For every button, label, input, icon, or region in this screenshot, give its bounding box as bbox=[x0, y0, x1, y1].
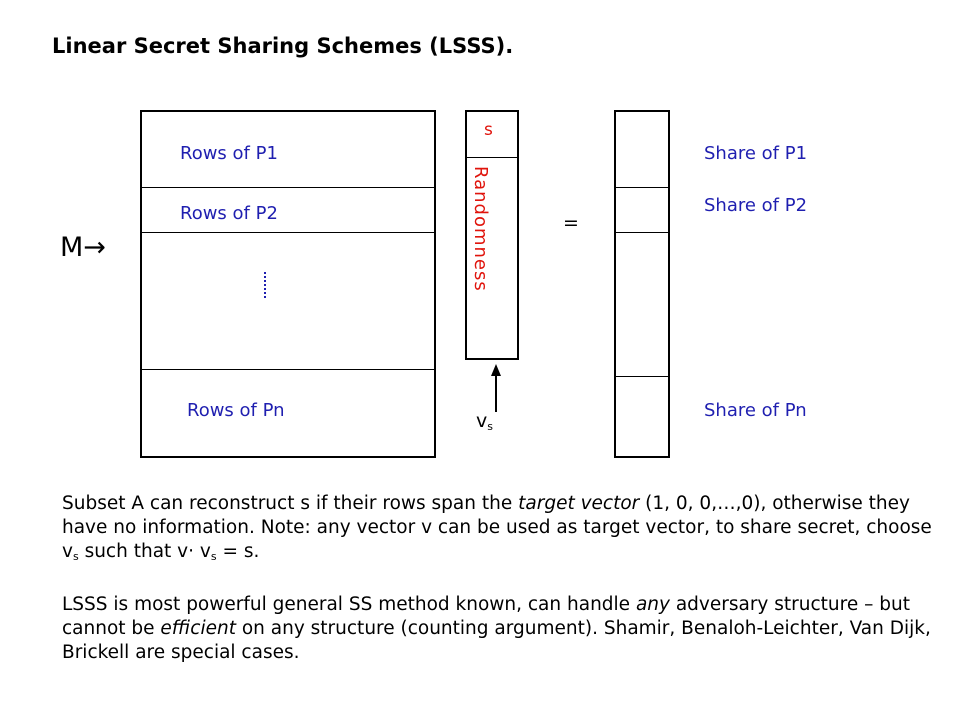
vector-randomness-label: Randomness bbox=[470, 166, 491, 292]
p2-text-2: adversary structure – but cannot be bbox=[62, 594, 910, 639]
vector-box bbox=[465, 110, 519, 360]
matrix-box bbox=[140, 110, 436, 458]
vector-vs-sub: s bbox=[487, 420, 493, 433]
equals-sign: = bbox=[563, 212, 579, 234]
p1-sub-1: s bbox=[72, 550, 79, 563]
vector-vs-base: v bbox=[476, 410, 488, 432]
slide-title: Linear Secret Sharing Schemes (LSSS). bbox=[52, 34, 514, 58]
p1-text-4: = s. bbox=[216, 541, 260, 562]
up-arrow-icon bbox=[491, 364, 501, 412]
shares-divider-3 bbox=[616, 376, 668, 377]
shares-divider-1 bbox=[616, 187, 668, 188]
vector-vs-label: vs bbox=[476, 410, 493, 433]
paragraph-reconstruction: Subset A can reconstruct s if their rows… bbox=[62, 492, 942, 569]
p2-text-3: on any structure (counting argument). Sh… bbox=[62, 618, 931, 663]
shares-box bbox=[614, 110, 670, 458]
matrix-ellipsis bbox=[264, 272, 266, 298]
matrix-row-p1: Rows of P1 bbox=[180, 143, 278, 164]
p2-italic-efficient: efficient bbox=[160, 618, 236, 639]
matrix-label: M→ bbox=[60, 232, 106, 263]
p1-text-1: Subset A can reconstruct s if their rows… bbox=[62, 493, 519, 514]
shares-divider-2 bbox=[616, 232, 668, 233]
share-p2: Share of P2 bbox=[704, 195, 808, 216]
p1-sub-2: s bbox=[210, 550, 217, 563]
matrix-row-pn: Rows of Pn bbox=[187, 400, 285, 421]
matrix-row-p2: Rows of P2 bbox=[180, 203, 278, 224]
vector-secret-entry: s bbox=[484, 120, 493, 140]
matrix-divider-2 bbox=[142, 232, 434, 233]
paragraph-lsss-power: LSSS is most powerful general SS method … bbox=[62, 593, 942, 665]
share-pn: Share of Pn bbox=[704, 400, 807, 421]
matrix-divider-1 bbox=[142, 187, 434, 188]
p1-text-2: (1, 0, 0,…,0), otherwise they have no in… bbox=[62, 493, 932, 562]
p2-italic-any: any bbox=[635, 594, 670, 615]
p1-italic-target-vector: target vector bbox=[518, 493, 640, 514]
p1-text-3: such that v· v bbox=[78, 541, 211, 562]
p2-text-1: LSSS is most powerful general SS method … bbox=[62, 594, 636, 615]
share-p1: Share of P1 bbox=[704, 143, 808, 164]
vector-divider bbox=[467, 157, 517, 158]
matrix-divider-3 bbox=[142, 369, 434, 370]
